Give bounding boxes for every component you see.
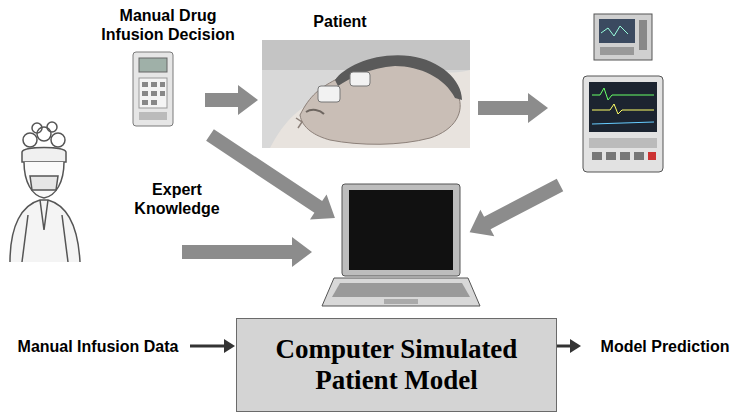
- box-title: Computer Simulated Patient Model: [237, 334, 556, 396]
- infusion-pump: [133, 52, 173, 126]
- caption-label: Manual Infusion Data: [6, 337, 190, 356]
- monitor-devices: [583, 14, 663, 172]
- flow-arrows: [182, 85, 567, 267]
- caption-label: Manual Drug Infusion Decision: [88, 6, 248, 44]
- caption-label: Model Prediction: [582, 337, 748, 356]
- model-box: Computer Simulated Patient Model: [236, 318, 557, 412]
- patient-photo: [262, 40, 470, 148]
- caption-label: Expert Knowledge: [122, 180, 232, 218]
- caption-label: Patient: [300, 12, 380, 31]
- surgeon-clipart: [10, 122, 80, 262]
- laptop: [322, 184, 480, 306]
